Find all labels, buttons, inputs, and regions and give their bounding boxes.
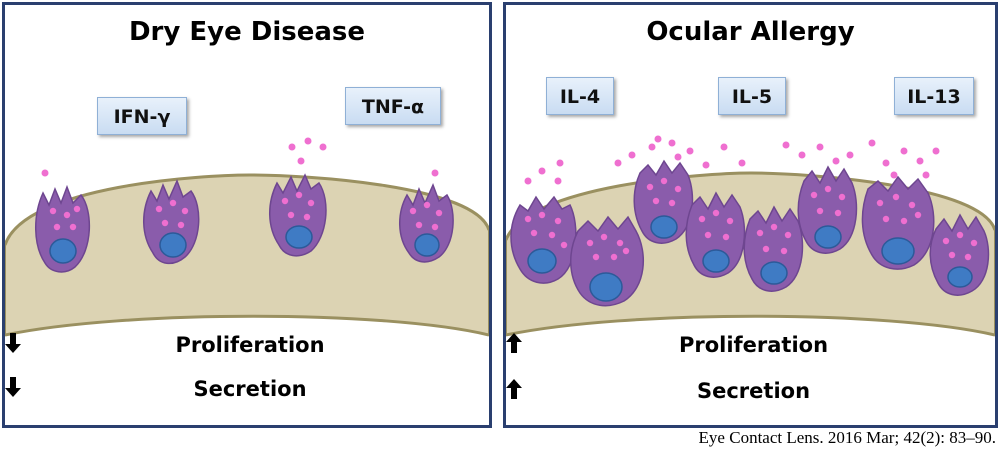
goblet-cells (35, 137, 454, 273)
goblet-cell (743, 205, 804, 292)
cytokine-box-il-4: IL-4 (546, 77, 614, 115)
goblet-cell (143, 179, 200, 265)
goblet-cell (861, 175, 935, 270)
effect-label: Secretion (193, 377, 307, 401)
cytokine-box-tnf-alpha: TNF-α (345, 87, 441, 125)
goblet-cell (510, 195, 577, 284)
goblet-cell (269, 137, 327, 257)
goblet-cell (929, 213, 990, 296)
secreted-granules (524, 135, 940, 185)
goblet-cell (685, 191, 746, 278)
goblet-cell (570, 215, 645, 307)
goblet-cell (399, 169, 454, 263)
effect-secretion: Secretion (5, 377, 489, 401)
goblet-cell (633, 159, 694, 244)
goblet-cell (35, 169, 91, 273)
cytokine-box-ifn-gamma: IFN-γ (97, 97, 187, 135)
panel-title: Ocular Allergy (646, 17, 855, 47)
goblet-cells (510, 159, 990, 307)
cytokine-box-il-13: IL-13 (894, 77, 974, 115)
effect-proliferation: Proliferation (5, 333, 489, 357)
dry-eye-panel: Dry Eye Disease IFN-γ TNF-α Proliferatio… (2, 2, 492, 428)
panel-title: Dry Eye Disease (128, 17, 366, 47)
effect-label: Proliferation (175, 333, 325, 357)
effect-label: Proliferation (678, 333, 829, 357)
citation-caption: Eye Contact Lens. 2016 Mar; 42(2): 83–90… (698, 428, 996, 447)
ocular-allergy-tissue-illustration (506, 135, 995, 337)
effect-secretion: Secretion (506, 379, 995, 403)
cytokine-box-il-5: IL-5 (718, 77, 786, 115)
effect-label: Secretion (696, 379, 811, 403)
dry-eye-tissue-illustration (5, 137, 489, 337)
ocular-allergy-panel: Ocular Allergy IL-4 IL-5 IL-13 Prolifera… (503, 2, 998, 428)
goblet-cell (797, 165, 858, 254)
effect-proliferation: Proliferation (506, 333, 995, 357)
